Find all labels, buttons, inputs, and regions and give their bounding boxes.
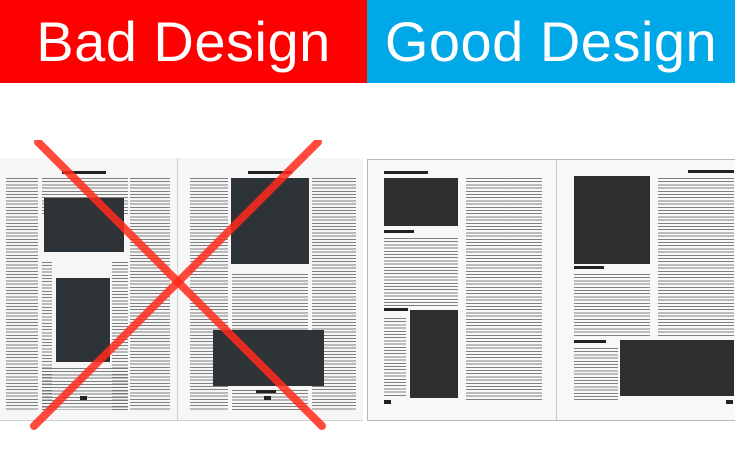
caption-bar [574, 266, 604, 269]
headline-bar [62, 171, 106, 174]
image-block [231, 178, 309, 264]
image-block [44, 198, 124, 252]
text-column [6, 178, 38, 410]
page-number [264, 396, 271, 400]
page-gutter [177, 158, 178, 420]
image-block [410, 310, 458, 398]
image-block [620, 340, 734, 396]
headline-bar [248, 171, 292, 174]
good-design-spread [367, 159, 735, 421]
caption-bar [384, 230, 414, 233]
bad-design-banner: Bad Design [0, 0, 367, 83]
caption-bar [574, 340, 606, 343]
image-block [384, 178, 458, 226]
image-block [574, 176, 650, 264]
text-column [232, 274, 308, 330]
text-column [384, 318, 406, 398]
text-column [384, 238, 458, 308]
page-number [384, 400, 391, 404]
headline-bar [384, 171, 428, 174]
caption-bar [384, 308, 408, 311]
caption-bar [256, 390, 276, 393]
text-column [130, 178, 170, 410]
image-block [56, 278, 110, 362]
page-number [80, 396, 87, 400]
bad-design-spread [0, 158, 363, 420]
page-gutter [556, 160, 557, 420]
text-column [466, 178, 542, 400]
text-column [42, 368, 128, 410]
text-column [232, 390, 308, 410]
text-column [574, 274, 650, 336]
text-column [574, 348, 618, 400]
headline-bar [688, 170, 734, 173]
good-design-banner: Good Design [367, 0, 735, 83]
text-column [658, 178, 734, 336]
page-number [726, 400, 733, 404]
image-block [213, 330, 324, 386]
